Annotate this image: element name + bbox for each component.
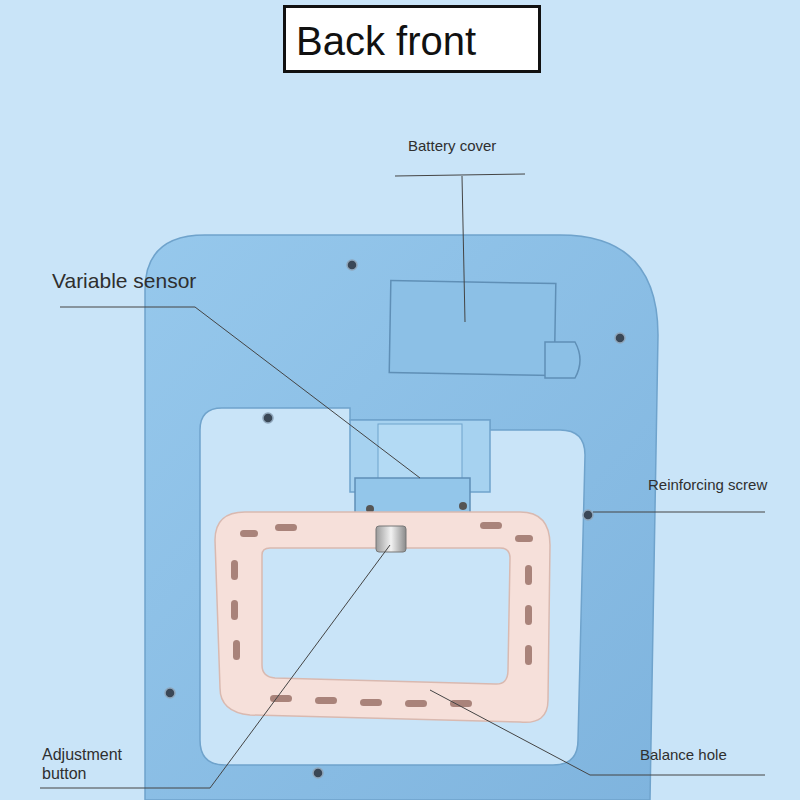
part-label: Variable sensor (52, 268, 196, 293)
title-box: Back front (283, 5, 541, 73)
part-label: Battery cover (408, 137, 496, 155)
screws (165, 260, 625, 778)
part-label: Reinforcing screw (648, 476, 767, 494)
battery-cover (389, 281, 580, 378)
part-label: Adjustment button (42, 745, 152, 783)
part-label: Balance hole (640, 746, 727, 764)
pink-handle (215, 512, 550, 722)
adjustment-knob (376, 526, 406, 552)
page-title: Back front (286, 8, 538, 74)
device-body (145, 235, 658, 800)
